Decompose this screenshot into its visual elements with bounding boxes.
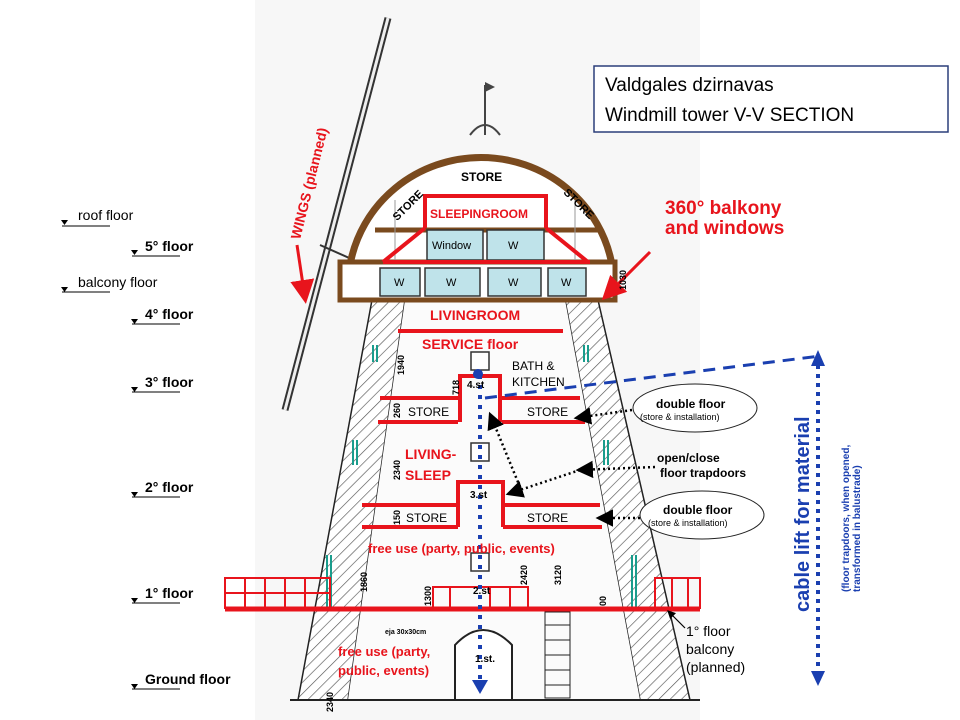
svg-text:3° floor: 3° floor bbox=[145, 374, 194, 390]
label-3st: 3.st bbox=[470, 490, 488, 501]
level-4: 4° floor bbox=[131, 306, 194, 325]
room-outlines bbox=[362, 194, 602, 529]
label-store: STORE bbox=[408, 405, 449, 419]
label-free-use-ground: free use (party, bbox=[338, 644, 430, 659]
dimension: 2340 bbox=[325, 692, 335, 712]
level-1: 1° floor bbox=[131, 585, 194, 604]
dimension: 1030 bbox=[618, 270, 628, 290]
label-free-use-ground-2: public, events) bbox=[338, 663, 429, 678]
svg-text:5° floor: 5° floor bbox=[145, 238, 194, 254]
label-w: W bbox=[561, 277, 572, 289]
label-1st-floor-balcony-2: balcony bbox=[686, 641, 734, 657]
cable-lift-pointer bbox=[484, 354, 821, 400]
svg-text:2° floor: 2° floor bbox=[145, 479, 194, 495]
svg-text:4° floor: 4° floor bbox=[145, 306, 194, 322]
label-store-top: STORE bbox=[461, 170, 502, 184]
label-w: W bbox=[508, 277, 519, 289]
label-window: Window bbox=[432, 240, 471, 252]
label-4st: 4.st bbox=[467, 380, 485, 391]
label-1st: 1.st. bbox=[475, 654, 495, 665]
first-floor-balcony-arrow bbox=[667, 610, 686, 629]
label-1st-floor-balcony-3: (planned) bbox=[686, 659, 745, 675]
label-2st: 2.st bbox=[473, 586, 491, 597]
balcony-windows bbox=[379, 229, 587, 297]
label-store: STORE bbox=[406, 511, 447, 525]
dimension: 00 bbox=[598, 596, 608, 606]
double-floor-note-1: (store & installation) bbox=[640, 412, 720, 422]
trapdoor-icons bbox=[470, 351, 490, 572]
level-2: 2° floor bbox=[131, 479, 194, 498]
dimension: 1860 bbox=[359, 572, 369, 592]
cable-note-2: transformed in balustrade) bbox=[852, 465, 863, 592]
svg-text:1° floor: 1° floor bbox=[145, 585, 194, 601]
label-360-balcony: 360° balkony bbox=[665, 198, 782, 219]
label-store: STORE bbox=[527, 511, 568, 525]
arrow-down-icon bbox=[472, 680, 488, 694]
callout-double-floor-2 bbox=[639, 490, 765, 540]
level-ground: Ground floor bbox=[131, 671, 231, 690]
level-balcony: balcony floor bbox=[61, 274, 158, 293]
label-w: W bbox=[394, 277, 405, 289]
dimension: 260 bbox=[392, 403, 402, 418]
label-eja: eja 30x30cm bbox=[385, 629, 426, 636]
double-floor-title-1: double floor bbox=[656, 397, 726, 411]
label-trapdoors-1: open/close bbox=[657, 451, 720, 465]
cable-note-1: (floor trapdoors, when opened, bbox=[841, 445, 852, 592]
first-floor-balcony bbox=[224, 577, 701, 612]
label-livingroom: LIVINGROOM bbox=[430, 307, 520, 323]
label-cable-lift: cable lift for material bbox=[792, 416, 814, 612]
dimension: 1940 bbox=[396, 355, 406, 375]
svg-text:Ground floor: Ground floor bbox=[145, 671, 231, 687]
label-sleepingroom: SLEEPINGROOM bbox=[430, 207, 528, 221]
label-service-floor: SERVICE floor bbox=[422, 336, 519, 352]
label-living-sleep-2: SLEEP bbox=[405, 467, 451, 483]
label-bath: BATH & bbox=[512, 359, 554, 373]
dimension: 150 bbox=[392, 510, 402, 525]
dimension: 2420 bbox=[519, 565, 529, 585]
stairs bbox=[544, 611, 571, 699]
label-kitchen: KITCHEN bbox=[512, 375, 565, 389]
double-floor-title-2: double floor bbox=[663, 503, 733, 517]
double-floor-note-2: (store & installation) bbox=[648, 518, 728, 528]
dimension: 718 bbox=[451, 380, 461, 395]
level-3: 3° floor bbox=[131, 374, 194, 393]
title-line-1: Valdgales dzirnavas bbox=[605, 75, 774, 96]
cable-lift-pulley bbox=[473, 369, 483, 379]
arrow-down-icon bbox=[811, 671, 825, 686]
dimension: 3120 bbox=[553, 565, 563, 585]
ground-door bbox=[454, 629, 513, 700]
label-and-windows: and windows bbox=[665, 218, 784, 239]
level-markers: roof floor 5° floor balcony floor 4° flo… bbox=[61, 207, 231, 690]
title-line-2: Windmill tower V-V SECTION bbox=[605, 105, 854, 126]
dimension: 1300 bbox=[423, 586, 433, 606]
level-5: 5° floor bbox=[131, 238, 194, 257]
flag-icon bbox=[485, 82, 495, 92]
label-w: W bbox=[446, 277, 457, 289]
label-w: W bbox=[508, 240, 519, 252]
svg-text:roof floor: roof floor bbox=[78, 207, 134, 223]
level-roof: roof floor bbox=[61, 207, 134, 227]
wings-arrow bbox=[290, 244, 315, 304]
callout-arrows bbox=[487, 407, 656, 527]
callout-double-floor-1 bbox=[632, 383, 758, 433]
balcony-arrow bbox=[601, 250, 652, 301]
title-box bbox=[593, 65, 949, 133]
dimension-labels: 1030 1940 718 260 2340 150 1860 1300 242… bbox=[325, 270, 628, 712]
label-living-sleep: LIVING- bbox=[405, 446, 457, 462]
label-free-use-1: free use (party, public, events) bbox=[368, 541, 555, 556]
arrow-up-icon bbox=[811, 350, 825, 366]
label-store: STORE bbox=[527, 405, 568, 419]
dimension: 2340 bbox=[392, 460, 402, 480]
label-1st-floor-balcony-1: 1° floor bbox=[686, 623, 731, 639]
svg-text:balcony floor: balcony floor bbox=[78, 274, 158, 290]
label-trapdoors-2: floor trapdoors bbox=[660, 466, 746, 480]
